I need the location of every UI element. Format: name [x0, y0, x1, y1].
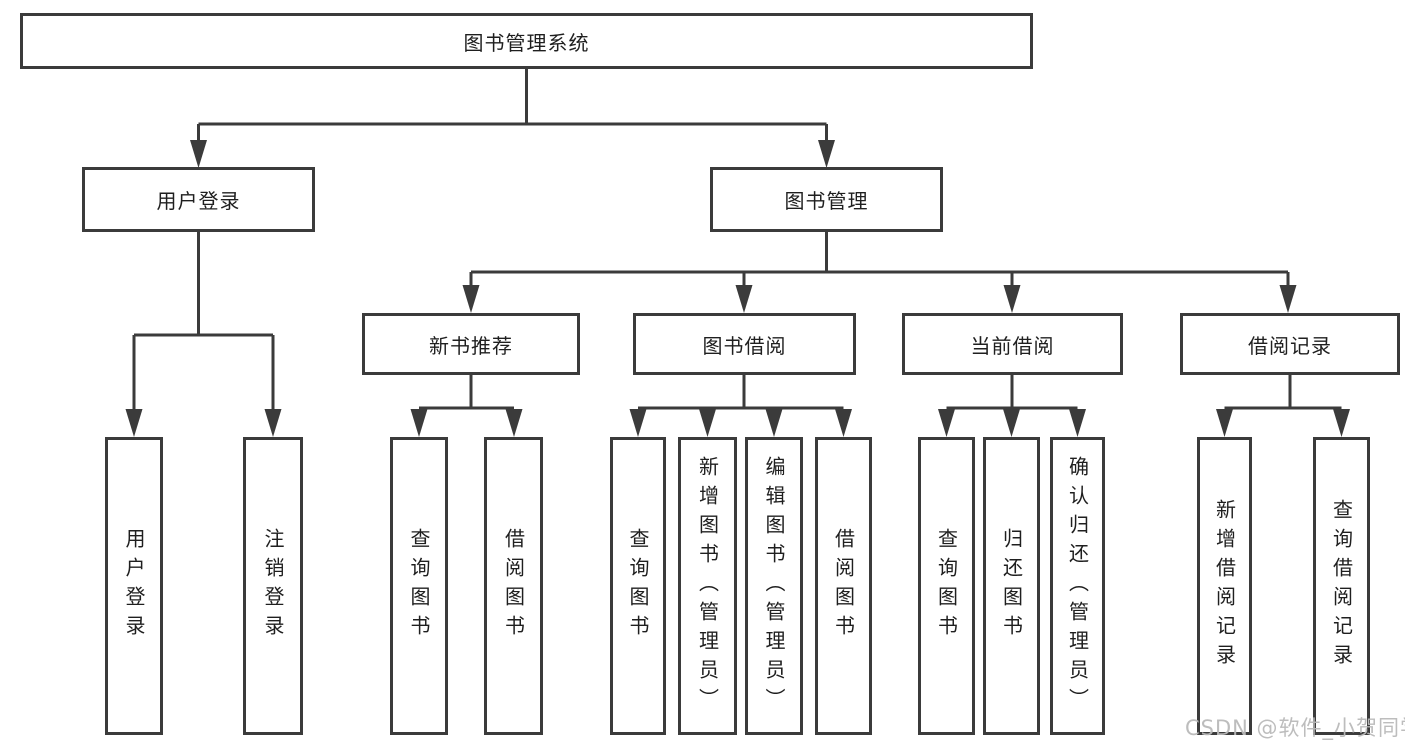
node-label: 当前借阅 — [970, 333, 1055, 358]
arrowheads — [125, 140, 1350, 437]
csdn-watermark: CSDN @软件_小贺同学 — [1185, 716, 1405, 740]
leaf-label: 借阅图书 — [831, 528, 856, 644]
leaf-confirm-return-admin: 确认归还（管理员） — [1050, 437, 1105, 735]
leaf-query-books-borrow: 查询图书 — [610, 437, 666, 735]
node-library-management-system: 图书管理系统 — [20, 13, 1033, 69]
node-new-book-recommend: 新书推荐 — [362, 313, 580, 375]
leaf-label: 借阅图书 — [501, 528, 526, 644]
node-label: 图书借阅 — [702, 333, 787, 358]
leaf-add-borrow-record: 新增借阅记录 — [1197, 437, 1252, 735]
leaf-label: 用户登录 — [122, 528, 146, 644]
leaf-label: 注销登录 — [261, 528, 285, 644]
node-label: 新书推荐 — [429, 333, 513, 358]
leaf-label: 新增图书（管理员） — [695, 455, 720, 717]
node-current-borrow: 当前借阅 — [902, 313, 1123, 375]
leaf-label: 编辑图书（管理员） — [762, 455, 786, 717]
leaf-label: 查询图书 — [934, 528, 959, 644]
node-label: 借阅记录 — [1248, 333, 1332, 358]
node-label: 图书管理系统 — [463, 30, 590, 55]
node-user-login: 用户登录 — [82, 167, 315, 232]
node-book-management: 图书管理 — [710, 167, 943, 232]
leaf-borrow-books: 借阅图书 — [815, 437, 872, 735]
node-book-borrow: 图书借阅 — [633, 313, 856, 375]
leaf-label: 确认归还（管理员） — [1065, 455, 1090, 717]
leaf-edit-books-admin: 编辑图书（管理员） — [745, 437, 803, 735]
leaf-query-borrow-record: 查询借阅记录 — [1313, 437, 1370, 735]
leaf-return-books: 归还图书 — [983, 437, 1040, 735]
leaf-add-books-admin: 新增图书（管理员） — [678, 437, 737, 735]
leaf-label: 新增借阅记录 — [1212, 499, 1237, 673]
leaf-label: 归还图书 — [999, 528, 1024, 644]
leaf-query-books-current: 查询图书 — [918, 437, 975, 735]
node-label: 用户登录 — [156, 189, 241, 213]
leaf-query-books-recommend: 查询图书 — [390, 437, 448, 735]
leaf-borrow-books-recommend: 借阅图书 — [484, 437, 543, 735]
node-borrow-records: 借阅记录 — [1180, 313, 1400, 375]
leaf-logout: 注销登录 — [243, 437, 303, 735]
leaf-user-login: 用户登录 — [105, 437, 163, 735]
leaf-label: 查询图书 — [407, 528, 431, 644]
leaf-label: 查询借阅记录 — [1329, 499, 1354, 673]
leaf-label: 查询图书 — [626, 528, 650, 644]
node-label: 图书管理 — [784, 189, 869, 213]
